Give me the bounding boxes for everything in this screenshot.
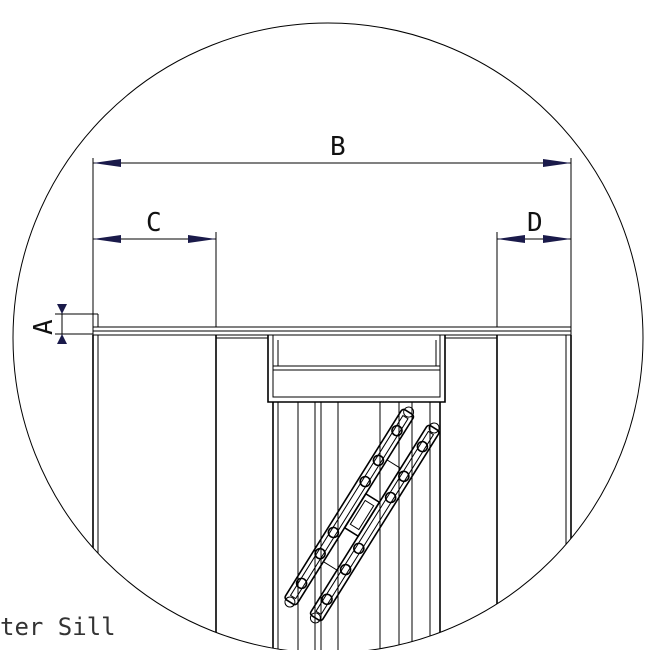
dimension-d-label: D bbox=[527, 208, 543, 238]
center-channel bbox=[267, 335, 446, 403]
dimension-a-label: A bbox=[29, 319, 59, 335]
dimension-a: A bbox=[29, 304, 99, 344]
detail-circle bbox=[12, 22, 644, 650]
inner-profiles bbox=[272, 402, 441, 650]
dimension-b: B bbox=[92, 132, 572, 327]
hinge-assembly bbox=[284, 406, 440, 624]
dimension-b-label: B bbox=[330, 132, 346, 162]
sill-section bbox=[92, 326, 572, 650]
dimension-d: D bbox=[496, 208, 571, 327]
dimension-c: C bbox=[93, 208, 217, 327]
dimension-c-label: C bbox=[146, 208, 162, 238]
caption-text: ter Sill bbox=[0, 613, 116, 641]
